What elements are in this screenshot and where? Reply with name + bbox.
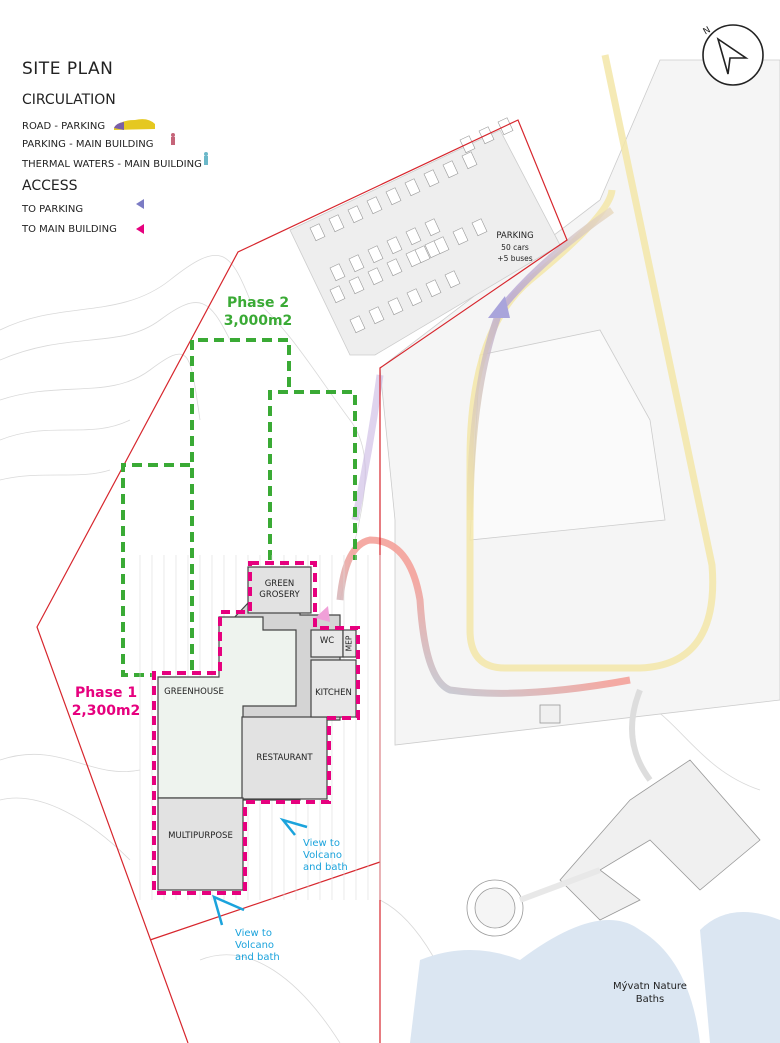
access-arrow-parking bbox=[488, 296, 510, 318]
to-parking-arrow-icon bbox=[136, 199, 144, 209]
view-1-line2: Volcano bbox=[303, 850, 343, 861]
green-grocery-line2: GROSERY bbox=[259, 590, 300, 600]
baths-line1: Mývatn Nature bbox=[613, 981, 687, 992]
parking-stall bbox=[367, 267, 384, 286]
room-label-multipurpose: MULTIPURPOSE bbox=[168, 831, 233, 841]
parking-stall bbox=[423, 169, 440, 188]
parking-stall bbox=[387, 297, 404, 316]
parking-to-building-path bbox=[351, 374, 384, 521]
parking-stall bbox=[329, 285, 346, 304]
pedestrian-icon-parking bbox=[171, 133, 175, 145]
parking-stalls bbox=[309, 117, 514, 334]
access-arrow-main-building bbox=[315, 606, 330, 622]
parking-stall bbox=[386, 258, 403, 277]
access-heading: ACCESS bbox=[22, 178, 78, 194]
legend-parking-main-building: PARKING - MAIN BUILDING bbox=[22, 139, 154, 150]
parking-cars: 50 cars bbox=[501, 243, 529, 252]
baths-building bbox=[466, 688, 761, 937]
parking-stall bbox=[347, 205, 364, 224]
room-label-restaurant: RESTAURANT bbox=[256, 753, 313, 763]
phase-1-outline bbox=[152, 561, 360, 895]
legend-to-parking: TO PARKING bbox=[22, 204, 84, 215]
parking-stall bbox=[386, 236, 403, 255]
parking-stall bbox=[414, 245, 431, 264]
view-1-line3: and bath bbox=[303, 862, 348, 873]
phase-1-name: Phase 1 bbox=[74, 685, 138, 701]
site-boundary bbox=[36, 119, 568, 1043]
parking-stall bbox=[366, 196, 383, 215]
parking-stall bbox=[309, 223, 326, 242]
green-grocery-line1: GREEN bbox=[264, 579, 295, 589]
parking-stall bbox=[349, 315, 366, 334]
phase-2-label: Phase 2 3,000m2 bbox=[210, 294, 306, 330]
parking-stall bbox=[442, 160, 459, 179]
phase-2-outline bbox=[121, 338, 357, 677]
parking-stall bbox=[452, 227, 469, 246]
svg-text:N: N bbox=[702, 25, 713, 37]
lagoons bbox=[410, 912, 780, 1043]
legend-road-parking: ROAD - PARKING bbox=[22, 121, 106, 132]
parking-stall bbox=[348, 276, 365, 295]
parking-stall bbox=[405, 227, 422, 246]
thermal-to-building-path bbox=[336, 536, 631, 697]
parking-stall bbox=[348, 254, 365, 273]
legend-thermal-main-building: THERMAL WATERS - MAIN BUILDING bbox=[22, 159, 202, 170]
parking-stall bbox=[367, 245, 384, 264]
parking-stall bbox=[329, 263, 346, 282]
room-label-greenhouse: GREENHOUSE bbox=[164, 687, 224, 697]
parking-stall bbox=[385, 187, 402, 206]
parking-stall bbox=[444, 270, 461, 289]
parking-stall bbox=[424, 218, 441, 237]
main-building bbox=[157, 566, 357, 891]
circulation-heading: CIRCULATION bbox=[22, 92, 116, 108]
room-label-mep: MEP bbox=[344, 635, 354, 652]
parking-label: PARKING 50 cars +5 buses bbox=[492, 231, 538, 264]
parking-stall bbox=[461, 151, 478, 170]
page-title: SITE PLAN bbox=[22, 59, 114, 79]
parking-stall bbox=[404, 178, 421, 197]
parking-title: PARKING bbox=[496, 231, 534, 241]
parking-stall bbox=[471, 218, 488, 237]
pedestrian-icon-thermal bbox=[204, 152, 208, 165]
parking-buses: +5 buses bbox=[497, 254, 533, 263]
room-restaurant bbox=[241, 716, 328, 800]
room-label-green-grocery: GREEN GROSERY bbox=[248, 579, 311, 601]
parking-stall bbox=[368, 306, 385, 325]
view-label-1: View to Volcano and bath bbox=[303, 838, 348, 874]
view-2-line1: View to bbox=[235, 928, 272, 939]
parking-stall bbox=[433, 236, 450, 255]
baths-label: Mývatn Nature Baths bbox=[610, 980, 690, 1006]
room-wc bbox=[310, 629, 344, 658]
legend-to-main-building: TO MAIN BUILDING bbox=[22, 224, 117, 235]
view-label-2: View to Volcano and bath bbox=[235, 928, 280, 964]
parking-stall bbox=[328, 214, 345, 233]
phase-1-label: Phase 1 2,300m2 bbox=[58, 684, 154, 720]
north-arrow-icon: N bbox=[702, 24, 764, 86]
parking-stall bbox=[425, 279, 442, 298]
phase-2-area: 3,000m2 bbox=[223, 313, 293, 329]
room-label-kitchen: KITCHEN bbox=[315, 688, 352, 698]
baths-line2: Baths bbox=[635, 994, 665, 1005]
room-multipurpose bbox=[157, 797, 244, 891]
view-1-line1: View to bbox=[303, 838, 340, 849]
phase-1-area: 2,300m2 bbox=[71, 703, 141, 719]
car-icon bbox=[114, 119, 155, 130]
room-kitchen bbox=[310, 659, 357, 718]
view-2-line3: and bath bbox=[235, 952, 280, 963]
view-2-line2: Volcano bbox=[235, 940, 275, 951]
to-main-building-arrow-icon bbox=[136, 224, 144, 234]
view-arrows bbox=[212, 817, 308, 926]
phase-2-name: Phase 2 bbox=[226, 295, 290, 311]
room-label-wc: WC bbox=[319, 636, 335, 646]
parking-stall bbox=[406, 288, 423, 307]
